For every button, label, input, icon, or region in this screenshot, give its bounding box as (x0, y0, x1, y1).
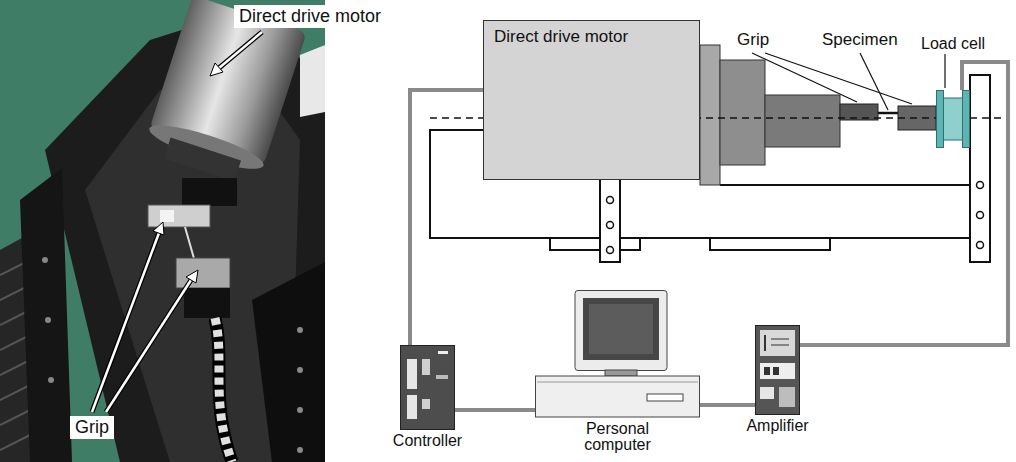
motor-photo (142, 0, 307, 188)
grip (840, 104, 878, 120)
computer-icon (535, 290, 700, 418)
label-anchor: Grip (70, 416, 114, 439)
load-cell-shape (936, 90, 970, 148)
holder (184, 288, 230, 318)
control-box (300, 45, 325, 117)
label-anchor: Controller (393, 430, 462, 449)
device-label: Controller (393, 433, 462, 449)
grip-photo (176, 258, 230, 288)
label-anchor: Specimen (822, 30, 898, 50)
pointer-arrow (210, 32, 262, 76)
coupling (182, 178, 237, 206)
end-plate (970, 75, 990, 262)
pointer-arrow (92, 222, 164, 412)
pointer-arrow (106, 270, 198, 412)
motor-flange (700, 45, 720, 185)
amplifier-icon (755, 325, 800, 415)
cable (215, 318, 232, 462)
end-plate (252, 262, 325, 462)
part-label: Load cell (921, 36, 985, 52)
label-anchor: Grip (737, 30, 769, 50)
grip-photo (148, 205, 210, 227)
cable (410, 90, 483, 345)
part-label: Grip (737, 30, 769, 50)
label-anchor: Direct drive motor (234, 5, 386, 28)
grip-pad (160, 210, 174, 222)
load-cell: Load cell (936, 90, 970, 148)
motor-hub (720, 60, 765, 165)
leader-lines (752, 53, 945, 110)
apparatus-photo (0, 0, 325, 462)
photo-label: Direct drive motor (234, 5, 386, 28)
label-anchor: Load cell (921, 36, 985, 90)
side-plate (20, 168, 72, 462)
cable (700, 403, 755, 407)
cable (800, 62, 1008, 345)
device-label: Personal computer (572, 421, 664, 453)
grip-holder (765, 95, 840, 147)
cable (215, 318, 232, 462)
label-anchor: Amplifier (746, 415, 808, 434)
part-label: Specimen (822, 30, 898, 50)
foot (710, 238, 830, 250)
controller-icon (400, 345, 455, 430)
device-label: Amplifier (746, 418, 808, 434)
specimen-photo (185, 227, 195, 262)
cable (455, 408, 535, 412)
part-label: Direct drive motor (494, 27, 628, 47)
controller-unit: Controller (400, 345, 455, 430)
motor-box: Direct drive motor (483, 20, 700, 180)
amplifier-unit: Amplifier (755, 325, 800, 415)
label-anchor: Personal computer (572, 418, 664, 453)
specimen (878, 112, 900, 115)
photo-label: Grip (70, 416, 114, 439)
screws (42, 257, 303, 453)
foot (550, 238, 640, 250)
bolt-holes (607, 182, 984, 254)
computer-unit: Personal computer (535, 290, 700, 418)
